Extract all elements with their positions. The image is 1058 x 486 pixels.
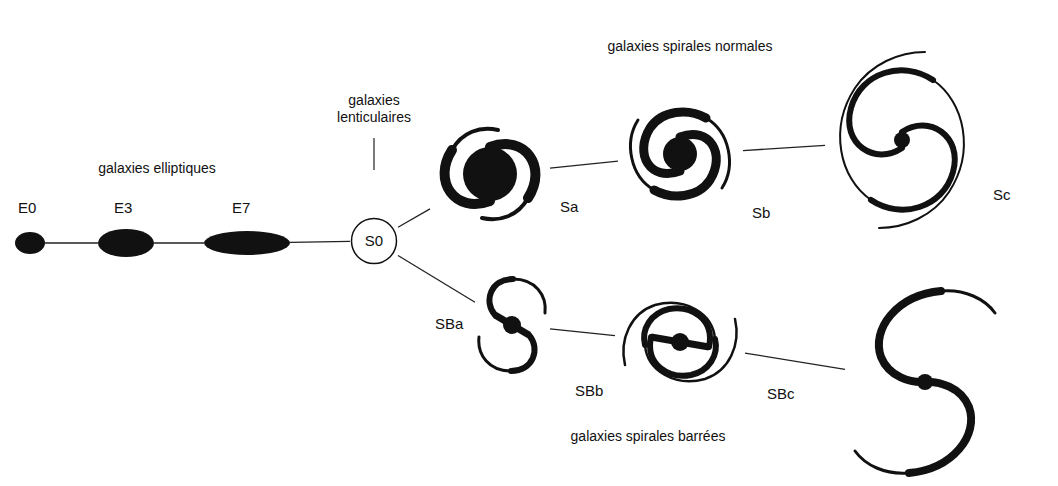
sequence-line bbox=[398, 256, 475, 303]
leader-line bbox=[373, 138, 374, 170]
sequence-line bbox=[745, 353, 845, 369]
spiral-galaxy: Sb bbox=[618, 92, 743, 217]
sequence-line bbox=[398, 209, 430, 227]
galaxy-shape bbox=[825, 48, 980, 233]
sequence-line bbox=[154, 242, 204, 243]
sequence-line bbox=[550, 161, 618, 168]
galaxy-type-label: S0 bbox=[350, 232, 398, 249]
galaxy-shape bbox=[430, 112, 550, 237]
galaxy-type-label: Sa bbox=[560, 198, 578, 215]
sequence-line bbox=[550, 329, 615, 336]
sequence-line bbox=[743, 145, 825, 150]
elliptical-galaxy: E0 bbox=[15, 232, 45, 254]
elliptical-galaxy: E3 bbox=[98, 229, 154, 257]
galaxy-shape bbox=[204, 231, 290, 255]
galaxy-type-label: E7 bbox=[232, 199, 250, 216]
barred-spiral-galaxy: SBa bbox=[475, 275, 550, 375]
galaxy-shape bbox=[475, 275, 550, 375]
galaxy-type-label: Sc bbox=[993, 186, 1011, 203]
galaxy-shape bbox=[615, 275, 745, 410]
spiral-galaxy: Sc bbox=[825, 48, 980, 233]
sequence-line bbox=[45, 242, 98, 243]
group-label: galaxies spirales normales bbox=[550, 38, 830, 55]
sequence-line bbox=[290, 241, 350, 243]
group-label: galaxies spirales barrées bbox=[528, 428, 768, 445]
galaxy-shape bbox=[845, 285, 1005, 480]
barred-spiral-galaxy: SBb bbox=[615, 275, 745, 410]
galaxy-shape bbox=[618, 92, 743, 217]
galaxy-type-label: SBa bbox=[435, 315, 463, 332]
galaxy-type-label: SBc bbox=[767, 385, 795, 402]
galaxy-shape bbox=[98, 229, 154, 257]
galaxy-type-label: Sb bbox=[752, 204, 770, 221]
spiral-galaxy: Sa bbox=[430, 112, 550, 237]
elliptical-galaxy: E7 bbox=[204, 231, 290, 255]
lenticular-galaxy: S0 bbox=[350, 217, 398, 265]
galaxy-type-label: SBb bbox=[575, 382, 603, 399]
group-label: galaxies elliptiques bbox=[62, 160, 252, 177]
galaxy-type-label: E0 bbox=[18, 199, 36, 216]
barred-spiral-galaxy: SBc bbox=[845, 285, 1005, 480]
group-label: galaxies lenticulaires bbox=[318, 92, 430, 126]
galaxy-shape bbox=[15, 232, 45, 254]
galaxy-type-label: E3 bbox=[114, 199, 132, 216]
